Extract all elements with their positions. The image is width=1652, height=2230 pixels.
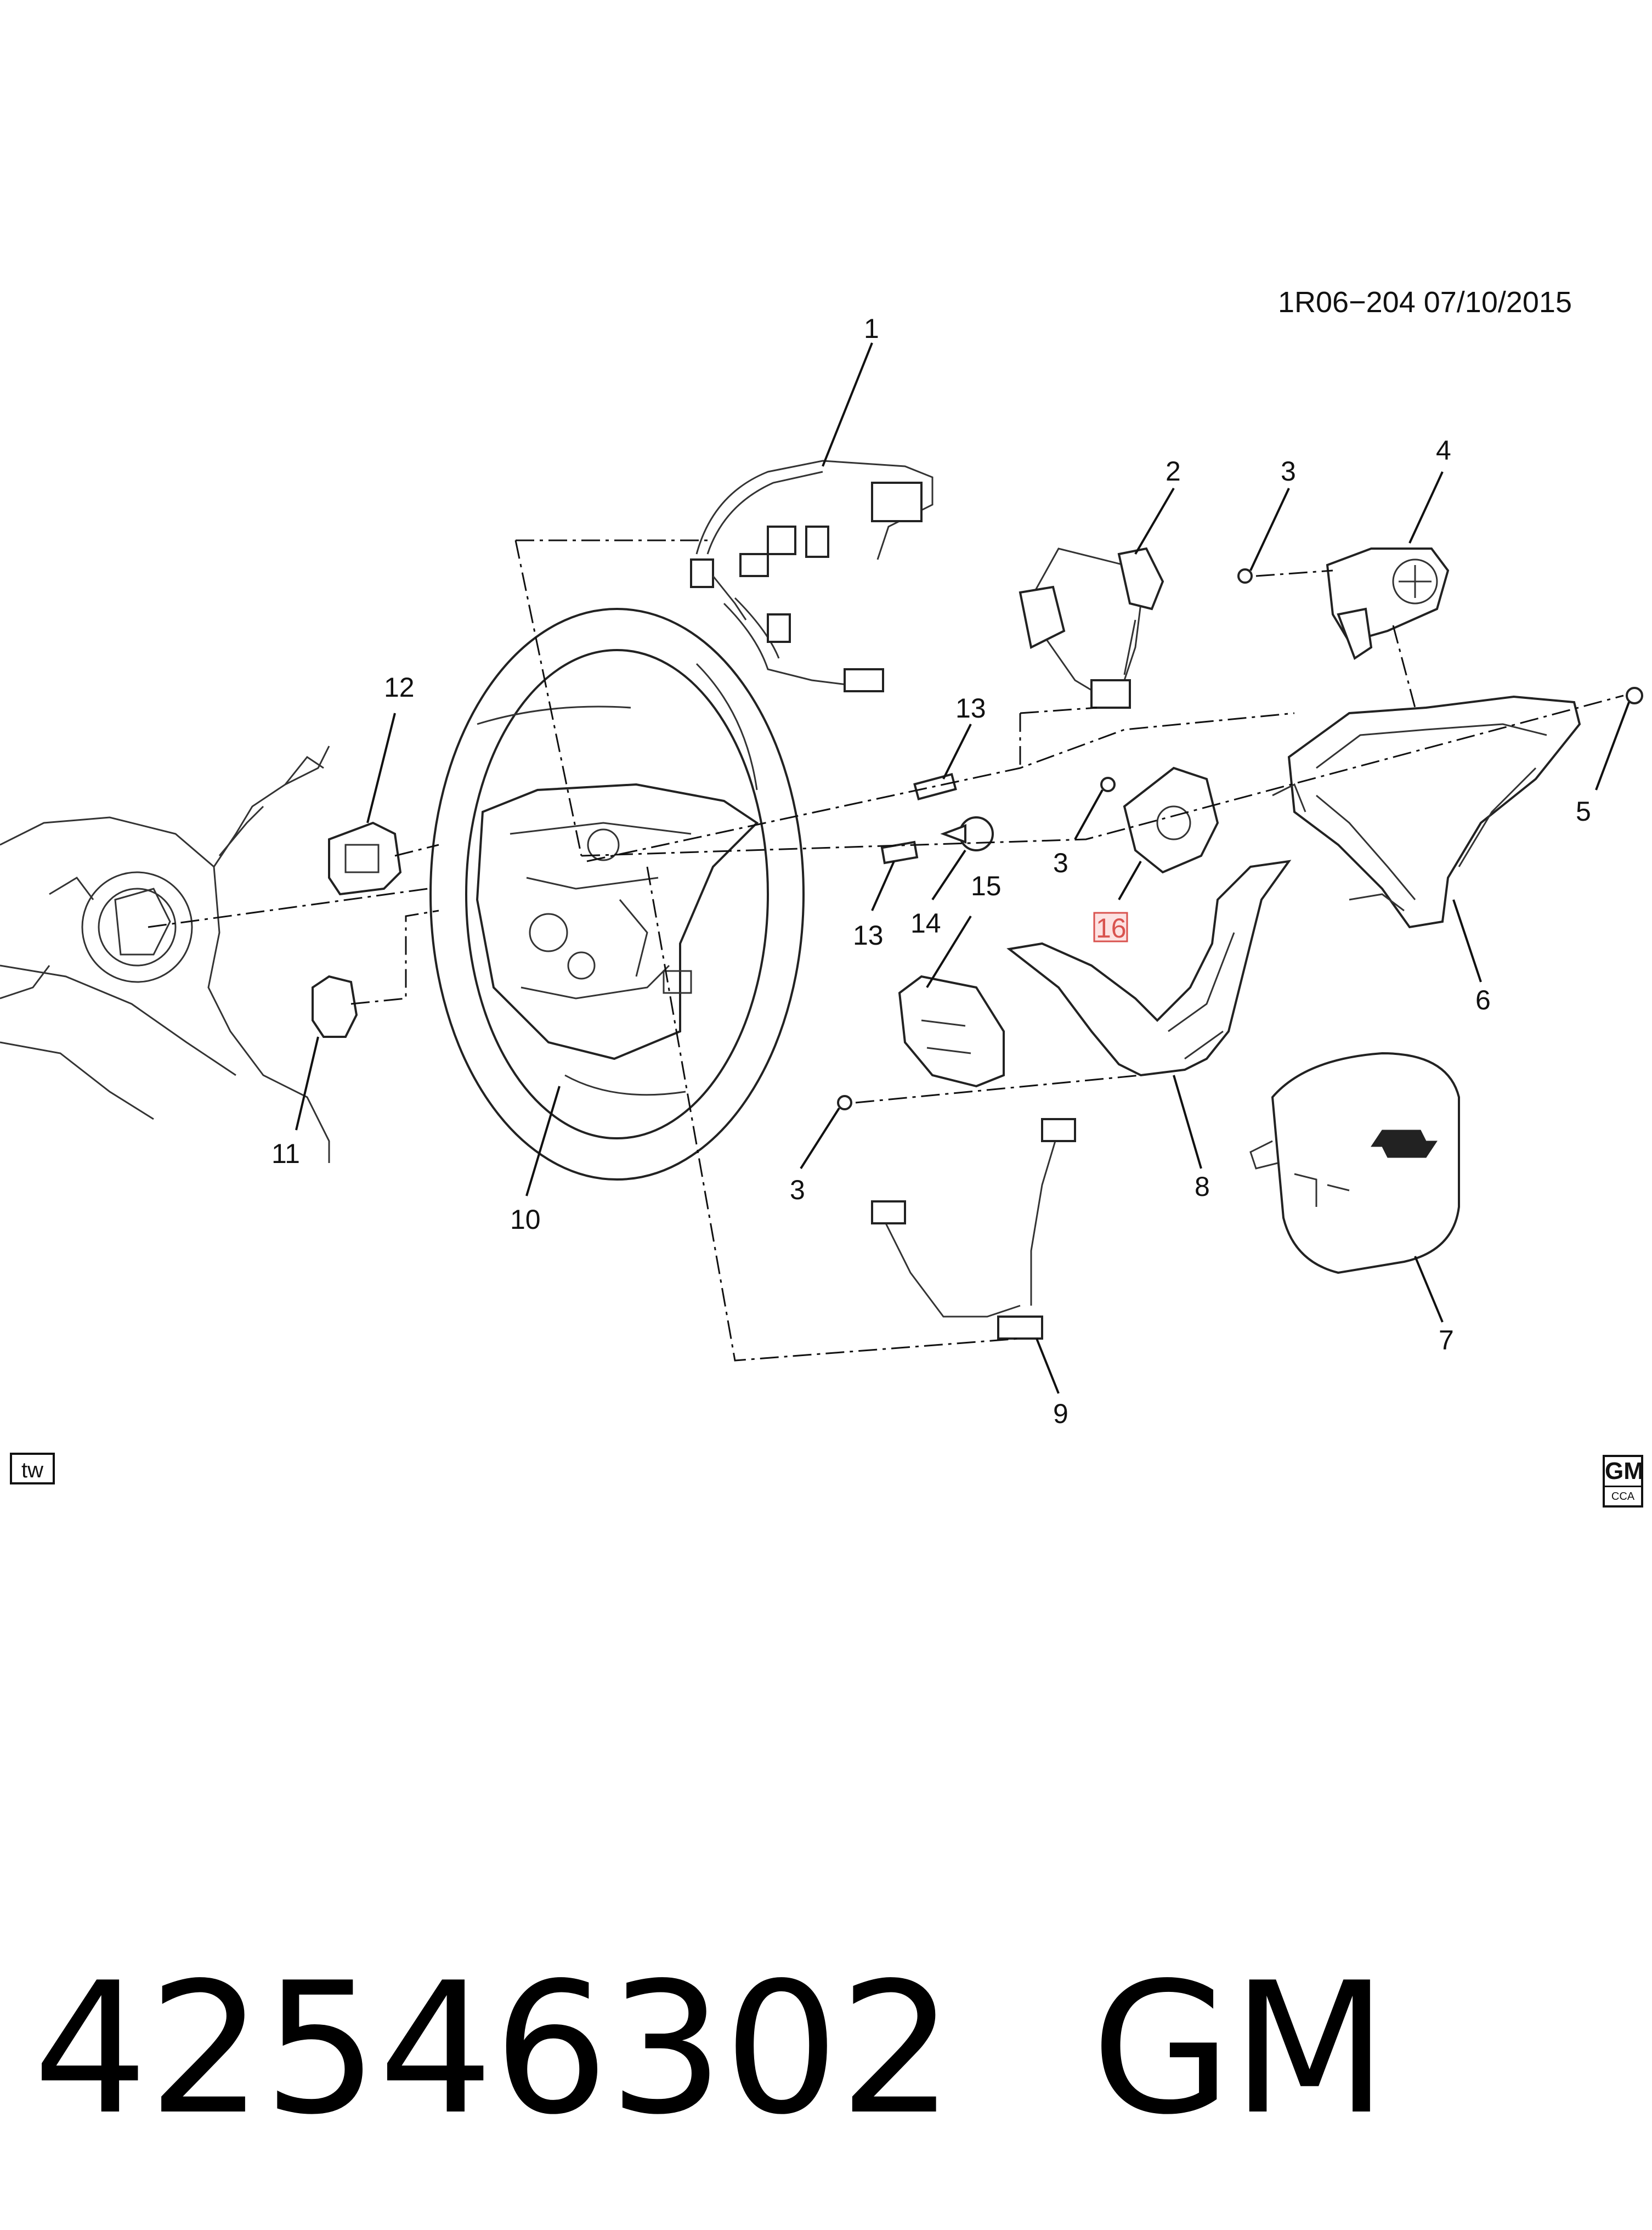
- control-switch-part-15: [837, 975, 1005, 1110]
- callout-6: 6: [1475, 985, 1491, 1015]
- steering-wheel-part-10: [429, 608, 805, 1181]
- callout-8: 8: [1195, 1171, 1210, 1202]
- callout-13b: 13: [853, 920, 884, 951]
- callout-13a: 13: [955, 693, 986, 724]
- wiring-harness-part-1: [690, 460, 934, 692]
- spoke-cover-part-8: [1006, 860, 1292, 1077]
- callout-1: 1: [864, 313, 879, 344]
- gm-logo-subtext: CCA: [1611, 1491, 1635, 1503]
- callout-3c: 3: [790, 1175, 805, 1205]
- gm-logo: GM CCA: [1603, 1455, 1644, 1508]
- callout-labels: 1 2 3 4 5 6 7 8 9 10 11 12 13 13 14 15 1…: [271, 313, 1591, 1429]
- callout-15: 15: [971, 871, 1002, 901]
- airbag-module-part-7: [1249, 1052, 1460, 1274]
- fasteners: [880, 772, 994, 865]
- switch-part-12: [328, 821, 402, 896]
- callout-5: 5: [1576, 796, 1591, 827]
- control-switch-part-16: [1100, 766, 1219, 874]
- callout-16: 16: [1096, 913, 1127, 944]
- gm-logo-text: GM: [1605, 1457, 1644, 1487]
- callout-10: 10: [510, 1204, 541, 1235]
- callout-11: 11: [271, 1138, 300, 1169]
- callout-3b: 3: [1053, 848, 1068, 878]
- callout-2: 2: [1166, 456, 1181, 487]
- callout-14: 14: [910, 908, 941, 939]
- control-switch-part-4: [1237, 547, 1450, 660]
- steering-column: [0, 746, 330, 1163]
- callout-12: 12: [384, 672, 415, 703]
- tw-badge: tw: [10, 1453, 55, 1484]
- callout-3a: 3: [1281, 456, 1296, 487]
- callout-7: 7: [1439, 1325, 1454, 1356]
- switch-part-11: [312, 975, 358, 1038]
- callout-4: 4: [1436, 435, 1451, 466]
- switch-harness-part-2: [1019, 547, 1164, 709]
- brand-text: GM: [1091, 1944, 1388, 2154]
- wire-harness-part-9: [871, 1118, 1076, 1340]
- bezel-part-6: [1272, 687, 1643, 929]
- callout-16-highlight: [1093, 912, 1128, 942]
- callout-9: 9: [1053, 1398, 1068, 1429]
- part-number-text: 42546302: [33, 1944, 954, 2154]
- diagram-reference-code: 1R06−204 07/10/2015: [1278, 286, 1572, 319]
- leader-lines: [295, 342, 1630, 1394]
- assembly-lines: [148, 539, 1624, 1362]
